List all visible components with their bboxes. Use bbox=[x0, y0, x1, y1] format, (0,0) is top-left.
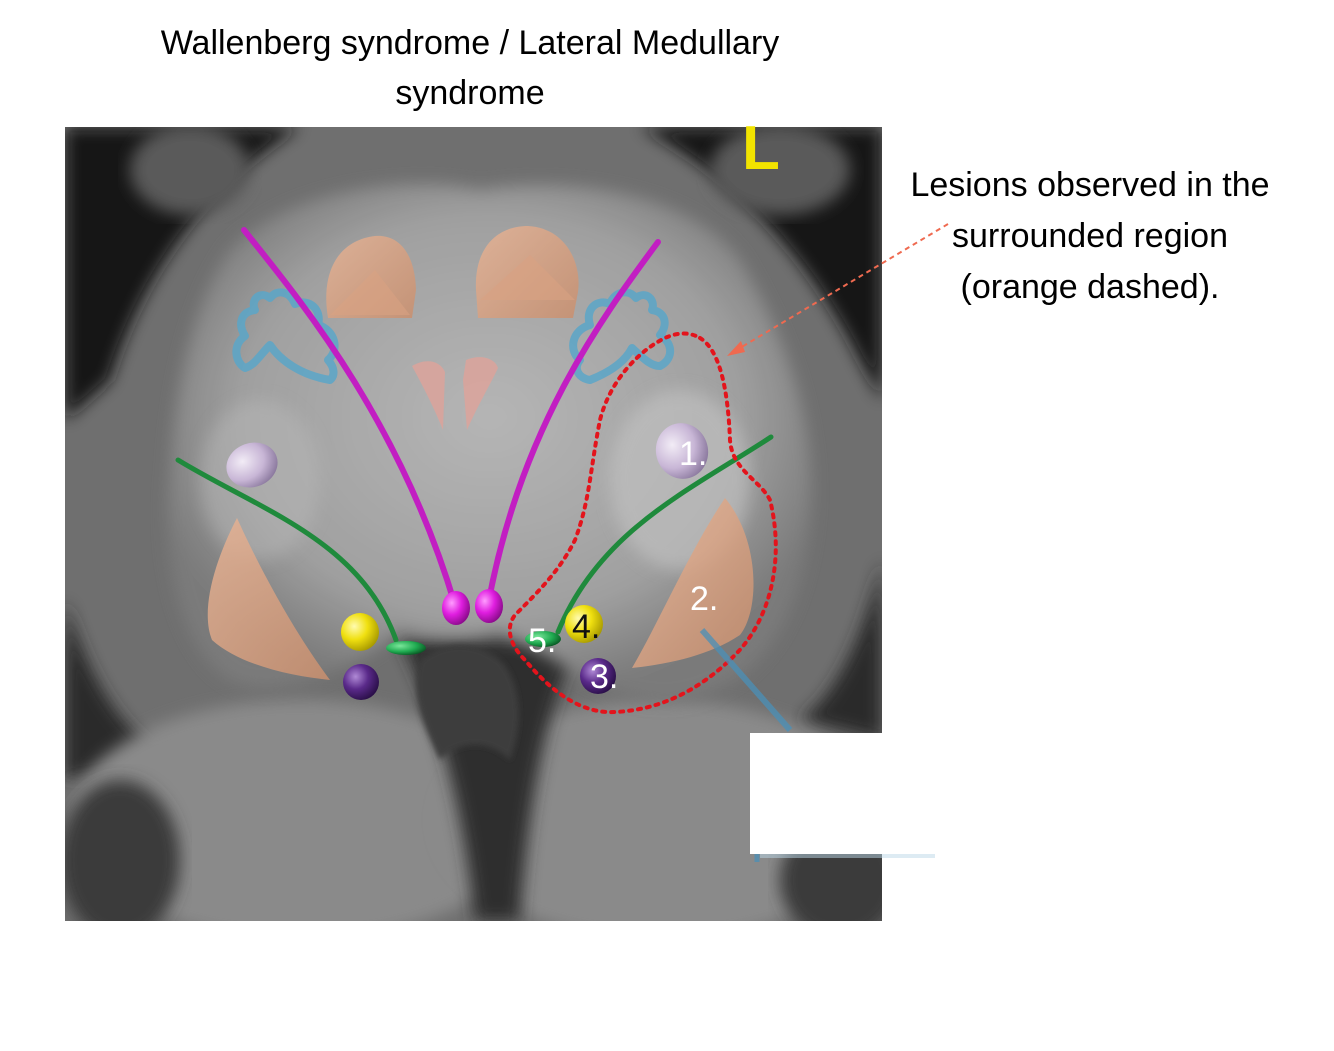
left-inferior-olive bbox=[232, 288, 339, 384]
title-line-1: Wallenberg syndrome / Lateral Medullary bbox=[160, 24, 780, 62]
structure-4-nucleus bbox=[565, 605, 603, 643]
lesion-region-outline bbox=[507, 331, 778, 715]
label-1: 1. bbox=[679, 435, 707, 473]
right-tract-end bbox=[475, 589, 503, 623]
structure-5-end bbox=[525, 631, 561, 647]
left-spinothalamic-end bbox=[386, 641, 426, 655]
annotation-arrow-head bbox=[727, 341, 745, 356]
left-lilac-nucleus bbox=[226, 442, 278, 488]
structure-3-nucleus bbox=[580, 658, 616, 694]
structure-1-nucleus bbox=[655, 423, 709, 479]
title-line-2: syndrome bbox=[395, 74, 545, 112]
label-3: 3. bbox=[590, 658, 618, 696]
medial-lemniscus-left bbox=[412, 361, 445, 430]
left-corticospinal-tract bbox=[241, 227, 458, 608]
right-spinothalamic-tract bbox=[555, 434, 774, 635]
masked-label-box bbox=[750, 733, 882, 854]
label-4: 4. bbox=[572, 608, 600, 646]
label-5: 5. bbox=[528, 622, 556, 660]
left-spinothalamic-tract bbox=[175, 457, 399, 643]
left-purple-nucleus bbox=[343, 664, 379, 700]
diagram-title: Wallenberg syndrome / Lateral Medullary … bbox=[60, 18, 880, 118]
right-inferior-olive bbox=[569, 288, 675, 384]
structure-2-spinal-trigeminal bbox=[632, 498, 754, 668]
side-marker: L bbox=[742, 114, 780, 183]
left-yellow-nucleus bbox=[341, 613, 379, 651]
annotation-line-2: surrounded region bbox=[952, 217, 1228, 255]
pointer-arrow-line bbox=[699, 628, 793, 732]
left-tract-end bbox=[442, 591, 470, 625]
annotation-line-3: (orange dashed). bbox=[960, 268, 1220, 306]
medial-lemniscus-right bbox=[463, 357, 498, 430]
annotation-arrow-line bbox=[739, 223, 949, 349]
right-corticospinal-tract bbox=[485, 239, 661, 608]
annotation-line-1: Lesions observed in the bbox=[910, 166, 1270, 204]
lesion-annotation: Lesions observed in the surrounded regio… bbox=[880, 160, 1300, 313]
label-2: 2. bbox=[690, 580, 718, 618]
left-spinal-trigeminal bbox=[207, 518, 330, 680]
